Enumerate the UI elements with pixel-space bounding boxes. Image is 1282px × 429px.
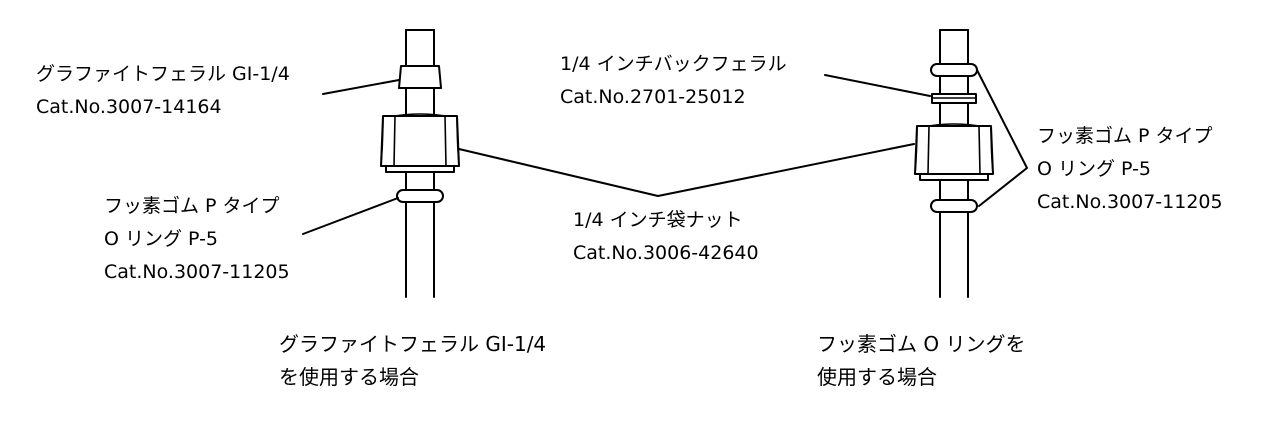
right-fitting (914, 29, 994, 298)
back-ferrule-cat: Cat.No.2701-25012 (560, 86, 746, 108)
leader-lines (302, 69, 1028, 235)
left-caption-line-2: を使用する場合 (279, 365, 419, 389)
leader-graphite-ferrule (322, 79, 400, 95)
right-hex-nut (914, 123, 994, 181)
right-lower-oring-shape (930, 199, 978, 213)
left-oring-name-1: フッ素ゴム P タイプ (104, 195, 280, 217)
leader-right-orings (976, 69, 1028, 207)
left-oring-shape (396, 189, 444, 203)
left-caption-line-1: グラファイトフェラル GI-1/4 (279, 332, 547, 356)
leader-left-oring (302, 197, 399, 235)
nut-cat: Cat.No.3006-42640 (573, 242, 759, 264)
back-ferrule-name: 1/4 インチバックフェラル (560, 53, 787, 75)
right-upper-oring-shape (930, 63, 978, 77)
graphite-ferrule-name: グラファイトフェラル GI-1/4 (36, 63, 290, 85)
left-oring-cat: Cat.No.3007-11205 (104, 261, 290, 283)
left-hex-nut (380, 113, 460, 173)
right-oring-name-2: O リング P-5 (1037, 158, 1152, 180)
left-fitting (380, 29, 460, 298)
leader-back-ferrule (824, 74, 931, 97)
right-oring-name-1: フッ素ゴム P タイプ (1037, 125, 1213, 147)
left-oring-name-2: O リング P-5 (104, 228, 219, 250)
right-caption-line-2: 使用する場合 (817, 365, 937, 389)
leader-nut (458, 143, 915, 197)
right-oring-cat: Cat.No.3007-11205 (1037, 191, 1223, 213)
back-ferrule-shape (931, 93, 977, 104)
graphite-ferrule-shape (398, 65, 442, 117)
nut-name: 1/4 インチ袋ナット (573, 209, 743, 231)
graphite-ferrule-cat: Cat.No.3007-14164 (36, 96, 222, 118)
right-caption-line-1: フッ素ゴム O リングを (817, 332, 1026, 356)
